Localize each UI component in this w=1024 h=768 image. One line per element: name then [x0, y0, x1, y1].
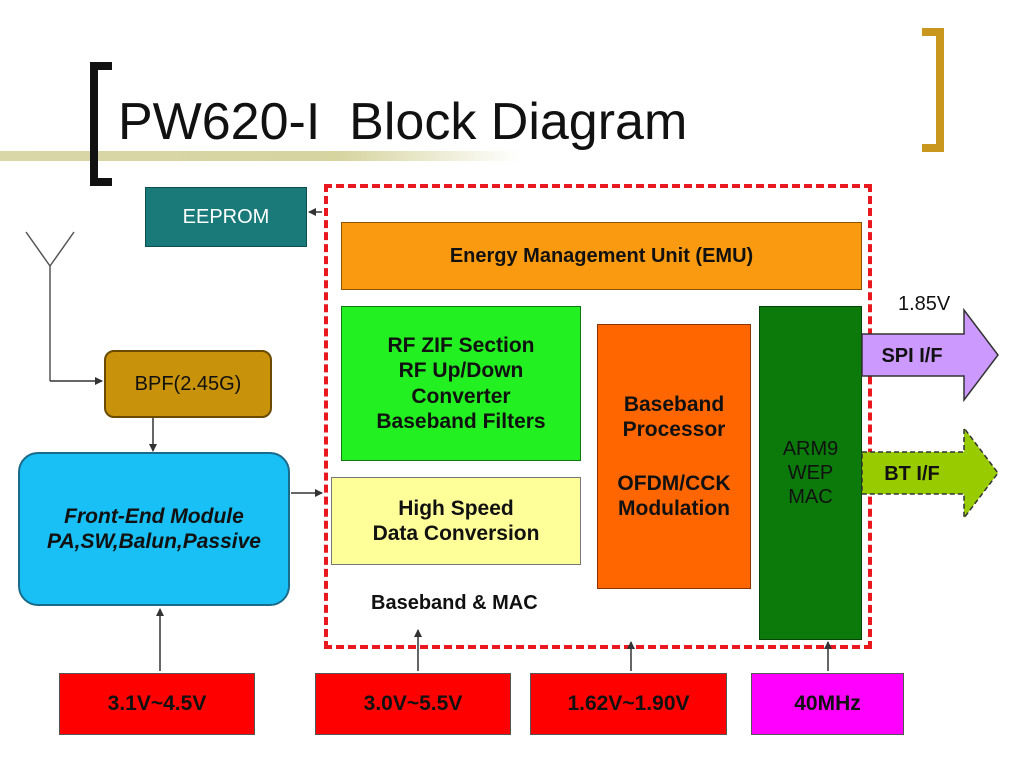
bt-interface-label: BT I/F [884, 463, 940, 485]
bbproc-line-4: OFDM/CCK [617, 471, 731, 495]
front-end-line-1: Front-End Module [64, 504, 244, 528]
hsdc-line-2: Data Conversion [372, 522, 540, 545]
emu-block: Energy Management Unit (EMU) [341, 222, 862, 290]
baseband-processor-block: Baseband Processor OFDM/CCK Modulation [597, 324, 751, 589]
eeprom-block: EEPROM [145, 187, 307, 247]
title-underline-stripe [0, 151, 520, 161]
rf-zif-line-3: Converter [411, 384, 511, 408]
bbproc-line-5: Modulation [618, 496, 730, 520]
bbproc-line-3 [617, 443, 730, 471]
baseband-mac-region [324, 184, 872, 649]
rf-zif-line-1: RF ZIF Section [387, 334, 535, 358]
bt-interface-arrow: BT I/F [861, 425, 999, 521]
right-bracket [922, 28, 944, 152]
hsdc-line-1: High Speed [398, 496, 514, 520]
bbproc-line-2: Processor [622, 418, 726, 442]
rf-zif-line-4: Baseband Filters [376, 409, 546, 433]
arm9-line-3: MAC [788, 486, 833, 508]
left-bracket [90, 62, 112, 186]
front-end-module-block: Front-End Module PA,SW,Balun,Passive [18, 452, 290, 606]
supply-front-end: 3.1V~4.5V [59, 673, 255, 735]
spi-voltage-label: 1.85V [898, 293, 951, 315]
rf-zif-line-2: RF Up/Down [398, 359, 524, 383]
rf-zif-block: RF ZIF Section RF Up/Down Converter Base… [341, 306, 581, 461]
bpf-block: BPF(2.45G) [104, 350, 272, 418]
spi-interface-label: SPI I/F [881, 345, 942, 367]
spi-interface-arrow: SPI I/F [861, 307, 999, 403]
antenna-icon [25, 231, 75, 381]
arm9-line-2: WEP [787, 462, 834, 484]
page-title: PW620-I Block Diagram [118, 93, 688, 151]
arm9-wep-mac-block: ARM9 WEP MAC [759, 306, 862, 640]
arm9-line-1: ARM9 [782, 438, 839, 460]
supply-core: 1.62V~1.90V [530, 673, 727, 735]
clock-40mhz: 40MHz [751, 673, 904, 735]
front-end-line-2: PA,SW,Balun,Passive [47, 530, 261, 553]
bbproc-line-1: Baseband [623, 393, 725, 417]
high-speed-data-conversion-block: High Speed Data Conversion [331, 477, 581, 565]
supply-baseband: 3.0V~5.5V [315, 673, 511, 735]
baseband-mac-label: Baseband & MAC [371, 592, 538, 614]
